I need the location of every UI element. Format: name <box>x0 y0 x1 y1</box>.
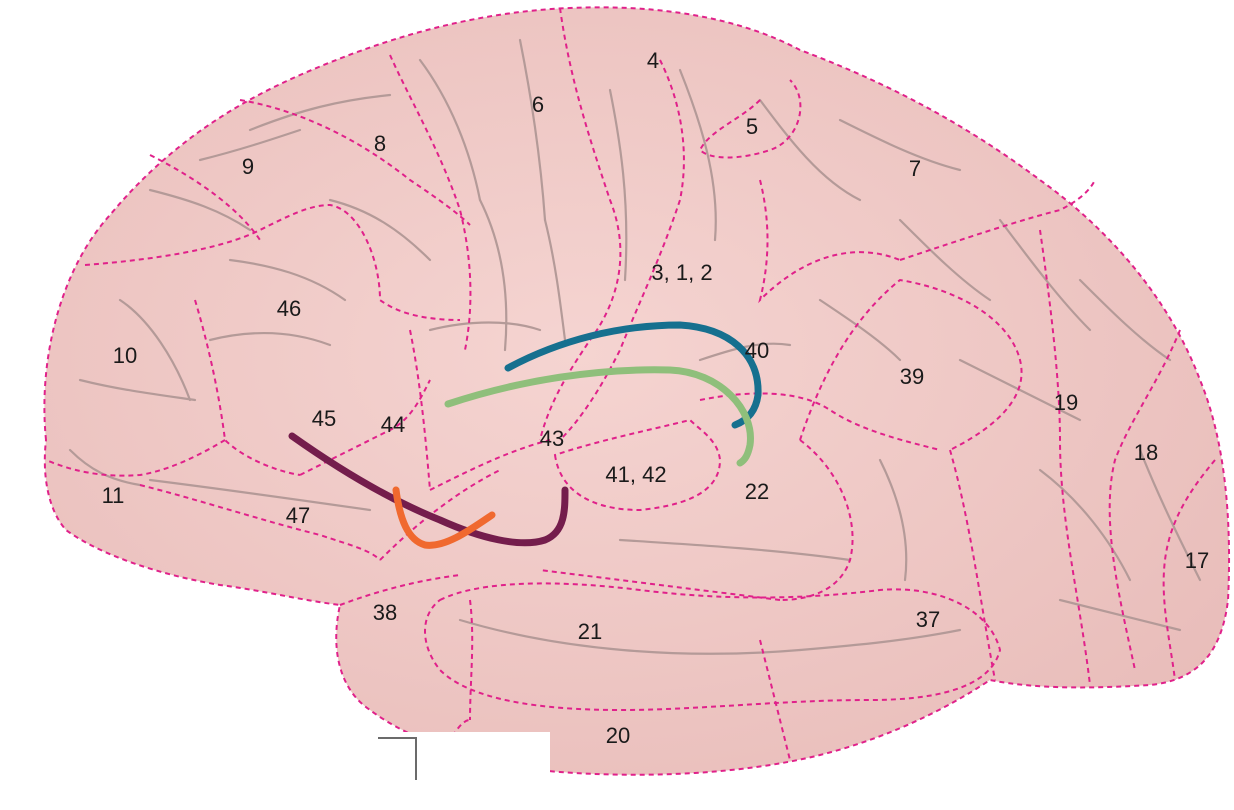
area-labels: 4 6 5 7 8 9 3, 1, 2 46 10 40 39 19 18 45… <box>102 48 1210 748</box>
area-label-8: 8 <box>374 131 386 156</box>
brain-outline <box>43 6 1231 776</box>
area-label-7: 7 <box>909 156 921 181</box>
area-label-5: 5 <box>746 114 758 139</box>
area-label-4: 4 <box>647 48 659 73</box>
area-label-38: 38 <box>373 600 397 625</box>
area-label-46: 46 <box>277 296 301 321</box>
left-margin <box>0 0 34 735</box>
area-label-45: 45 <box>312 406 336 431</box>
area-label-3-1-2: 3, 1, 2 <box>651 260 712 285</box>
area-label-6: 6 <box>532 92 544 117</box>
area-label-9: 9 <box>242 154 254 179</box>
tract-green <box>444 366 754 467</box>
area-label-47: 47 <box>286 503 310 528</box>
area-label-22: 22 <box>745 479 769 504</box>
tract-blue <box>504 321 762 429</box>
area-label-10: 10 <box>113 343 137 368</box>
area-label-41-42: 41, 42 <box>605 462 666 487</box>
tracts <box>288 321 762 549</box>
tract-orange <box>392 486 496 549</box>
area-label-39: 39 <box>900 364 924 389</box>
area-label-44: 44 <box>381 412 405 437</box>
area-label-40: 40 <box>745 338 769 363</box>
area-label-37: 37 <box>916 607 940 632</box>
area-label-21: 21 <box>578 619 602 644</box>
area-label-43: 43 <box>540 426 564 451</box>
area-label-11: 11 <box>102 483 125 508</box>
area-label-17: 17 <box>1185 548 1209 573</box>
bottom-band <box>30 732 550 810</box>
area-label-19: 19 <box>1054 390 1078 415</box>
area-label-20: 20 <box>606 723 630 748</box>
crop-mark <box>378 737 417 780</box>
area-label-18: 18 <box>1134 440 1158 465</box>
